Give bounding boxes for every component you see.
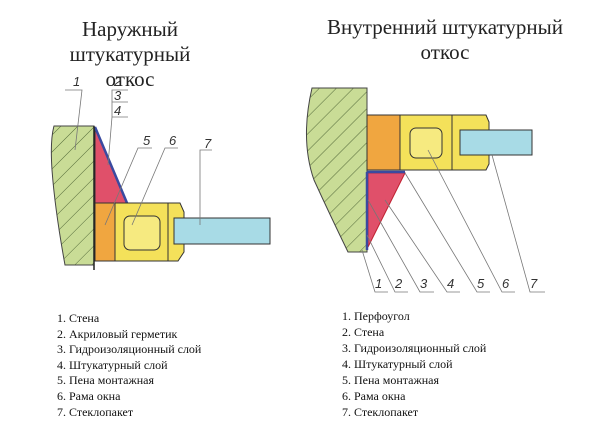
right-section-drawing: 1 2 3 4 5 6 7: [306, 87, 545, 293]
legend-item: 1. Перфоугол: [342, 309, 410, 323]
legend-item: 3. Гидроизоляционный слой: [57, 342, 202, 357]
right-callout-5: 5: [477, 276, 485, 291]
right-title: Внутренний штукатурный откос: [320, 15, 570, 65]
right-callout-6: 6: [502, 276, 510, 291]
left-title: Наружный штукатурный откос: [20, 17, 240, 92]
left-title-line1: Наружный штукатурный: [69, 17, 191, 66]
left-wall: [50, 125, 95, 266]
right-title-line2: откос: [420, 40, 470, 64]
legend-item: 5. Пена монтажная: [342, 373, 440, 387]
legend-item: 4. Штукатурный слой: [342, 357, 453, 371]
legend-item: 5. Пена монтажная: [57, 373, 155, 388]
legend-item: 2. Акриловый герметик: [57, 326, 178, 341]
right-legend: 1. Перфоугол 2. Стена 3. Гидроизоляционн…: [342, 308, 486, 420]
left-title-line2: откос: [105, 67, 155, 91]
legend-item: 6. Рама окна: [342, 389, 406, 403]
legend-item: 7. Стеклопакет: [57, 404, 134, 419]
legend-item: 6. Рама окна: [57, 388, 121, 403]
right-wall: [306, 87, 368, 253]
right-title-line1: Внутренний штукатурный: [327, 15, 563, 39]
right-callout-2: 2: [394, 276, 403, 291]
left-foam: [94, 202, 116, 262]
left-section-drawing: 1 2 3 4 5 6 7: [50, 74, 271, 270]
left-legend: 1. Стена 2. Акриловый герметик 3. Гидрои…: [57, 311, 201, 420]
left-callout-3: 3: [114, 88, 122, 103]
legend-item: 3. Гидроизоляционный слой: [342, 341, 487, 355]
left-callout-6: 6: [169, 133, 177, 148]
left-callout-5: 5: [143, 133, 151, 148]
legend-item: 2. Стена: [342, 325, 385, 339]
legend-item: 4. Штукатурный слой: [57, 357, 168, 372]
right-foam: [366, 114, 401, 171]
left-callout-4: 4: [114, 103, 121, 118]
right-callout-3: 3: [420, 276, 428, 291]
right-callout-7: 7: [530, 276, 538, 291]
left-callout-7: 7: [204, 136, 212, 151]
right-glass: [459, 129, 533, 156]
left-callout-1: 1: [73, 74, 80, 89]
left-glass: [173, 217, 271, 245]
left-callout-2: 2: [113, 74, 122, 89]
legend-item: 7. Стеклопакет: [342, 405, 419, 419]
right-callout-4: 4: [447, 276, 454, 291]
legend-item: 1. Стена: [57, 311, 100, 325]
right-callout-1: 1: [375, 276, 382, 291]
